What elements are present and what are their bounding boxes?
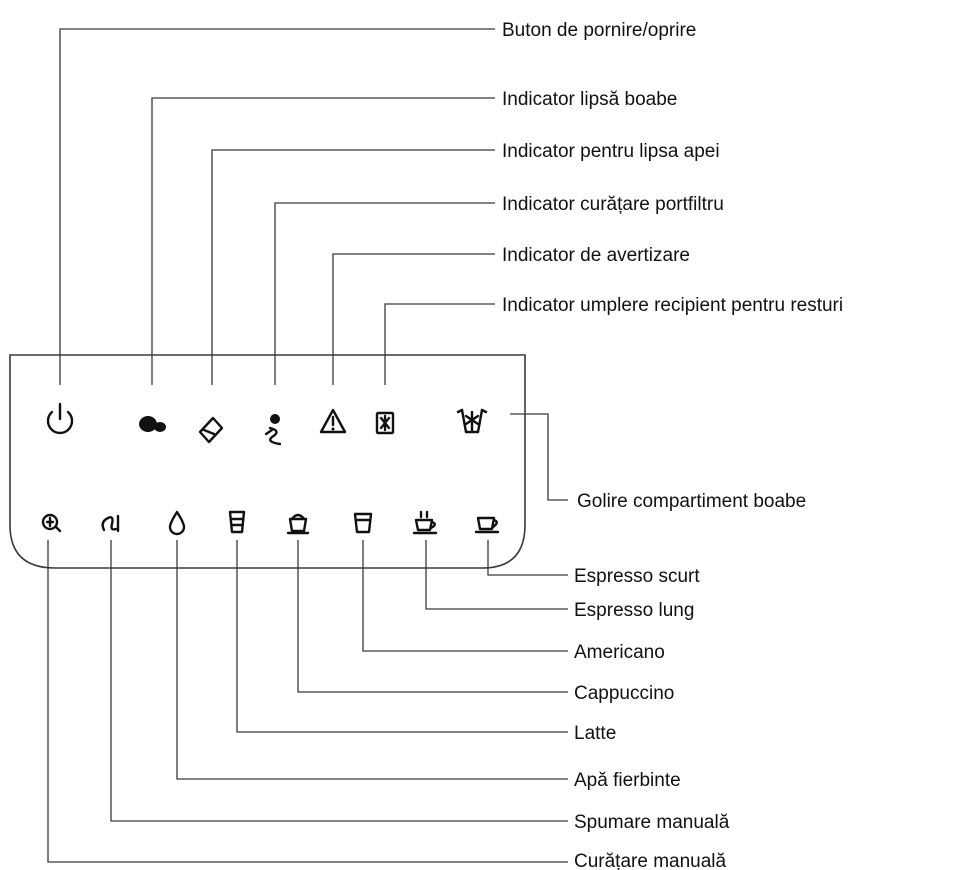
latte-glass-icon bbox=[228, 510, 246, 534]
label-latte: Latte bbox=[574, 723, 616, 744]
cappuccino-cup-icon bbox=[286, 513, 310, 535]
label-warning: Indicator de avertizare bbox=[502, 245, 690, 266]
espresso-short-icon bbox=[474, 516, 500, 534]
label-clean-portafilter: Indicator curățare portfiltru bbox=[502, 194, 724, 215]
steam-froth-icon bbox=[101, 514, 120, 533]
manual-clean-icon bbox=[41, 513, 62, 533]
americano-cup-icon bbox=[353, 512, 373, 534]
label-americano: Americano bbox=[574, 642, 665, 663]
label-no-beans: Indicator lipsă boabe bbox=[502, 89, 677, 110]
label-empty-bean-compartment: Golire compartiment boabe bbox=[577, 491, 806, 512]
label-hot-water: Apă fierbinte bbox=[574, 770, 681, 791]
leader-manual-froth bbox=[110, 540, 568, 822]
label-manual-froth: Spumare manuală bbox=[574, 812, 730, 833]
leader-no-water bbox=[211, 149, 495, 385]
leader-americano bbox=[362, 540, 568, 652]
control-panel bbox=[9, 354, 526, 569]
leader-espresso-short bbox=[487, 540, 568, 576]
label-manual-clean: Curățare manuală bbox=[574, 851, 727, 870]
label-waste-bin-full: Indicator umplere recipient pentru restu… bbox=[502, 295, 843, 316]
espresso-long-icon bbox=[412, 510, 438, 535]
leader-cappuccino bbox=[297, 540, 568, 693]
water-tank-icon bbox=[198, 416, 224, 444]
leader-bean-empty bbox=[510, 413, 568, 501]
leader-hot-water bbox=[176, 540, 568, 780]
leader-espresso-long bbox=[425, 540, 568, 610]
leader-clean-portafilter bbox=[274, 202, 495, 385]
leader-power bbox=[59, 28, 495, 385]
label-no-water: Indicator pentru lipsa apei bbox=[502, 141, 720, 162]
leader-warning bbox=[332, 253, 495, 385]
water-drop-icon bbox=[168, 510, 186, 536]
leader-manual-clean bbox=[47, 540, 568, 863]
bean-empty-icon bbox=[456, 408, 488, 434]
leader-waste-bin bbox=[384, 303, 495, 385]
power-icon bbox=[46, 402, 74, 435]
label-espresso-long: Espresso lung bbox=[574, 600, 694, 621]
label-cappuccino: Cappuccino bbox=[574, 683, 674, 704]
warning-icon bbox=[319, 408, 347, 434]
leader-no-beans bbox=[151, 97, 495, 385]
coffee-bean-icon bbox=[139, 416, 166, 432]
leader-latte bbox=[236, 540, 568, 733]
portafilter-clean-icon bbox=[264, 414, 282, 446]
label-espresso-short: Espresso scurt bbox=[574, 566, 700, 587]
waste-bin-icon bbox=[375, 411, 395, 435]
label-power: Buton de pornire/oprire bbox=[502, 20, 696, 41]
